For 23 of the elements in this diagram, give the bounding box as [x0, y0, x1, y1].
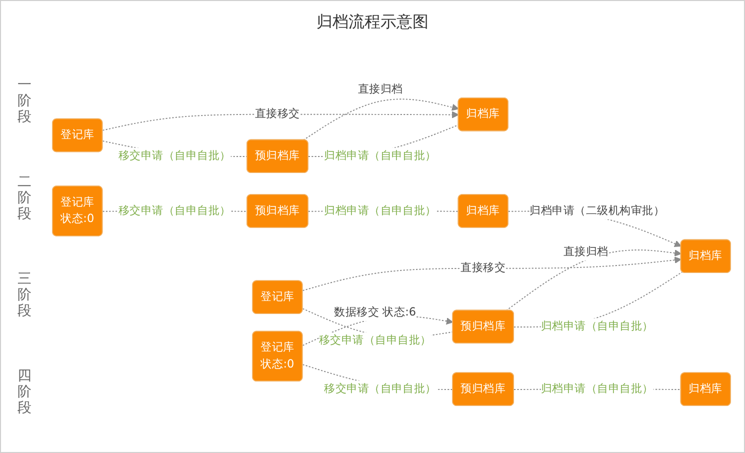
edge-label: 归档申请（自申自批）	[324, 204, 436, 217]
edge-label: 数据移交 状态:6	[334, 306, 416, 319]
edge-label: 直接移交	[254, 108, 300, 120]
arrow	[302, 98, 459, 141]
edge-label: 直接移交	[460, 262, 506, 274]
edge-label: 移交申请（自申自批）	[318, 334, 432, 347]
edge-label: 直接归档	[358, 83, 403, 96]
edge-label: 归档申请（自申自批）	[540, 320, 654, 333]
edge-label: 直接归档	[563, 245, 608, 258]
edge-label: 移交申请（自申自批）	[118, 204, 231, 217]
edge-label: 归档申请（二级机构审批）	[530, 204, 665, 217]
arrow	[506, 249, 682, 312]
arrow	[102, 111, 459, 131]
edge-label: 归档申请（自申自批）	[324, 149, 436, 162]
stage-label: 四阶段	[18, 368, 32, 416]
edge-label: 归档申请（自申自批）	[540, 382, 654, 396]
stage-label: 二阶段	[18, 174, 32, 222]
edge-label: 移交申请（自申自批）	[118, 149, 231, 162]
edge-label: 移交申请（自申自批）	[324, 382, 436, 396]
stage-label: 一阶段	[18, 76, 32, 125]
diagram-title: 归档流程示意图	[316, 12, 428, 31]
arrow	[302, 256, 682, 292]
stage-label: 三阶段	[18, 271, 32, 320]
